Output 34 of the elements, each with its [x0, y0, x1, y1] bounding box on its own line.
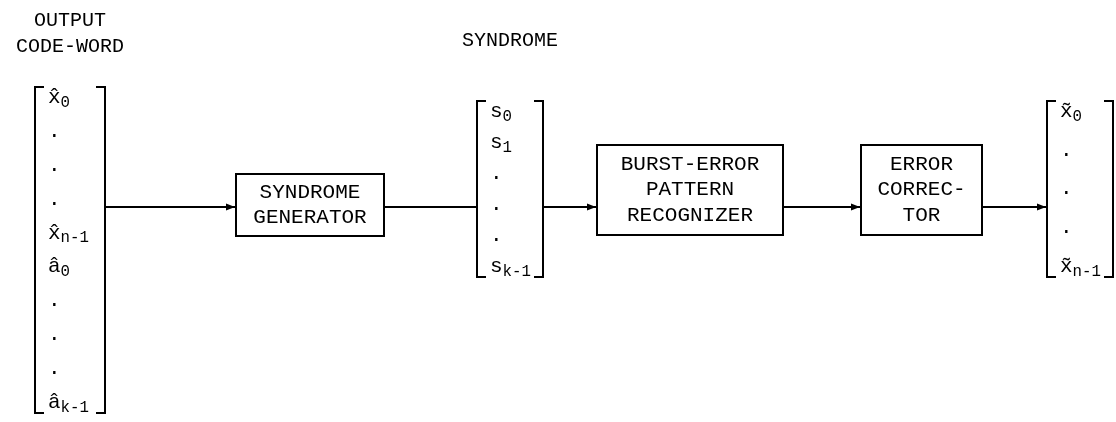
vector-entry: . [48, 187, 62, 211]
box-label: ERROR CORREC- TOR [876, 152, 967, 228]
vector-entry: . [48, 289, 62, 313]
process-box [235, 173, 385, 237]
vector-entry: x̂$_{n-1}$ [48, 221, 90, 245]
vector-entry: . [490, 161, 504, 186]
vector-entry: . [1060, 177, 1074, 201]
vector-heading: OUTPUT CODE-WORD [15, 8, 125, 60]
process-box [860, 144, 983, 236]
box-label: SYNDROME GENERATOR [252, 179, 368, 231]
vector-entry: . [490, 192, 504, 216]
vector-entry: s$_{0}$ [490, 100, 514, 124]
vector-heading: SYNDROME [462, 28, 558, 54]
vector-entry: â$_{k-1}$ [48, 390, 90, 414]
vector-entry: . [48, 357, 62, 381]
vector-entry: . [48, 119, 62, 143]
vector-entry: . [490, 223, 504, 247]
vector-entry: x̃$_{0}$ [1060, 100, 1084, 124]
vector-entry: â$_{0}$ [48, 255, 72, 279]
vector-entry: . [48, 153, 62, 177]
process-box [596, 144, 784, 236]
box-label: BURST-ERROR PATTERN RECOGNIZER [619, 152, 761, 228]
arrow [982, 203, 1047, 211]
vector-entry: . [1060, 216, 1074, 240]
vector-entry: . [48, 323, 62, 347]
arrow [783, 203, 861, 211]
vector-entry: s$_{1}$ [490, 130, 514, 155]
vector-entry: . [1060, 138, 1074, 162]
arrow [543, 203, 597, 211]
vector-entry: x̂$_{0}$ [48, 86, 72, 110]
arrow [105, 203, 236, 211]
vector-entry: s$_{k-1}$ [490, 254, 532, 278]
vector-entry: x̃$_{n-1}$ [1060, 254, 1102, 278]
column-vector [1046, 100, 1114, 278]
